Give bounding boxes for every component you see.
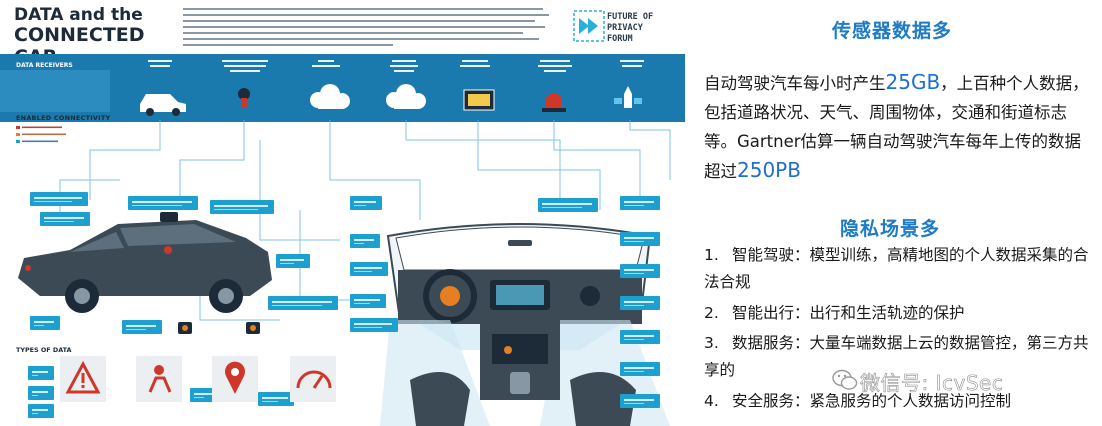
info-tag (620, 232, 660, 246)
info-tag (40, 212, 90, 226)
police-car-icon (140, 94, 186, 116)
info-tag (210, 200, 274, 214)
connected-car-infographic: DATA and the CONNECTED CAR FUTURE OF PRI… (0, 5, 685, 426)
display-icon (463, 89, 495, 111)
info-tag (620, 362, 660, 376)
data-type-icons (65, 360, 332, 394)
list-item-number: 2. (704, 304, 719, 322)
svg-text:FORUM: FORUM (607, 34, 633, 44)
list-item: 1.智能驾驶：模型训练，高精地图的个人数据采集的合法合规 (704, 242, 1094, 296)
section-label: ENABLED CONNECTIVITY (16, 114, 111, 122)
info-tag (620, 296, 660, 310)
info-tag (276, 254, 310, 268)
cloud-icon (310, 84, 350, 109)
data-receivers-label-box (0, 70, 110, 112)
list-item: 4. 安全服务：紧急服务的个人数据访问控制 (704, 388, 1094, 415)
dashboard-illustration (386, 223, 652, 350)
info-tag (620, 264, 660, 278)
list-item-number: 1. (704, 246, 719, 264)
intro-paragraph-lines (183, 8, 549, 46)
list-item-text: 数据服务：大量车端数据上云的数据管控，第三方共享的 (704, 334, 1089, 379)
receiver-icons (140, 60, 644, 116)
list-item: 3.数据服务：大量车端数据上云的数据管控，第三方共享的 (704, 330, 1094, 384)
warning-icon (65, 360, 101, 394)
data-volume-hourly: 25GB (885, 70, 941, 94)
summary-panel: 传感器数据多 自动驾驶汽车每小时产生25GB，上百种个人数据，包括道路状况、天气… (686, 0, 1102, 426)
info-tag (620, 330, 660, 344)
fpf-logo: FUTURE OF PRIVACY FORUM (573, 10, 671, 44)
list-item-number: 3. (704, 334, 719, 352)
info-tag (128, 196, 198, 210)
list-item-text: 智能驾驶：模型训练，高精地图的个人数据采集的合法合规 (704, 246, 1089, 291)
info-tag (122, 320, 162, 334)
logo-wordmark: FUTURE OF PRIVACY FORUM (607, 12, 653, 44)
wechat-icon (832, 369, 858, 390)
gauge-icon (296, 370, 332, 389)
info-tag (538, 198, 598, 212)
data-receivers-label: DATA RECEIVERS (16, 62, 73, 69)
siren-icon (542, 93, 566, 112)
privacy-scenarios-heading: 隐私场景多 (840, 218, 941, 240)
info-tag (268, 296, 338, 310)
info-tag (350, 234, 380, 248)
list-item: 2. 智能出行：出行和生活轨迹的保护 (704, 300, 1094, 327)
info-tag (258, 392, 294, 406)
list-item-text: 智能出行：出行和生活轨迹的保护 (732, 304, 965, 322)
wechat-watermark: 微信号: IcvSec (832, 368, 1062, 396)
info-tag (28, 386, 54, 400)
info-tag (350, 196, 382, 210)
info-tag (350, 318, 398, 332)
svg-text:PRIVACY: PRIVACY (607, 23, 644, 33)
satellite-icon (614, 86, 642, 108)
sensor-data-paragraph: 自动驾驶汽车每小时产生25GB，上百种个人数据，包括道路状况、天气、周围物体，交… (704, 68, 1089, 186)
list-item-text: 安全服务：紧急服务的个人数据访问控制 (732, 392, 1012, 410)
sensor-data-heading: 传感器数据多 (832, 20, 953, 42)
info-tag (350, 262, 388, 276)
svg-text:FUTURE OF: FUTURE OF (607, 12, 653, 22)
list-item-number: 4. (704, 392, 719, 410)
infographic-title-line1: DATA and the (14, 5, 143, 25)
info-tag (30, 192, 88, 206)
info-tag (30, 316, 60, 330)
cloud-icon-2 (386, 84, 426, 109)
watermark-text: 微信号: IcvSec (860, 371, 1004, 396)
data-volume-yearly: 250PB (737, 158, 801, 182)
driver-icon (148, 365, 172, 393)
info-tag (620, 196, 660, 210)
connectivity-diagram (18, 120, 671, 350)
component-icons (178, 322, 260, 334)
fast-forward-icon (573, 10, 605, 42)
info-tag (28, 404, 54, 418)
info-tag (350, 294, 386, 308)
car-illustration (18, 212, 272, 313)
legend-lines (16, 126, 66, 143)
info-tag (28, 366, 54, 380)
location-pin-icon (225, 361, 245, 394)
tool-icon (238, 88, 250, 108)
para-text-2: ，上百种个人数据，包括道路状况、天气、周围物体，交通和街道标志等。Gartner… (704, 74, 1089, 181)
types-of-data-label: TYPES OF DATA (16, 346, 72, 354)
info-tag (620, 394, 660, 408)
para-text-1: 自动驾驶汽车每小时产生 (704, 74, 886, 93)
